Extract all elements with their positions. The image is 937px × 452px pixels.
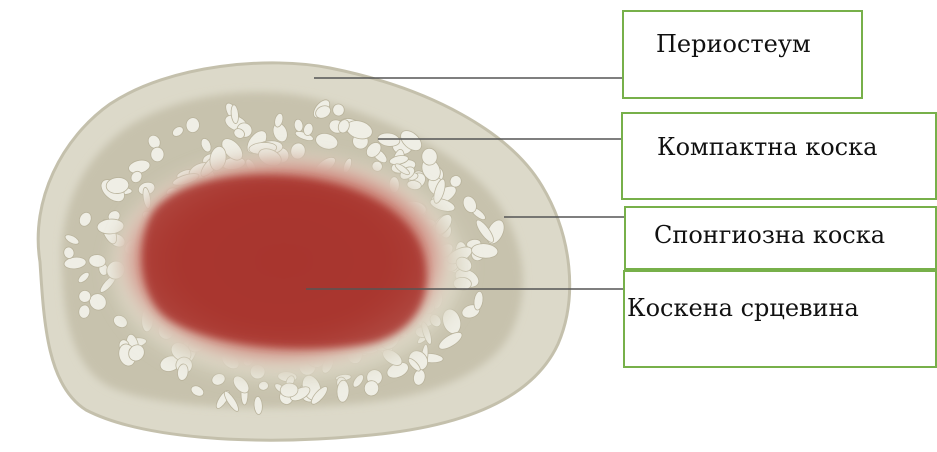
label-spongy-bone-text: Спонгиозна коска bbox=[654, 221, 885, 249]
label-bone-marrow: Коскена срцевина bbox=[623, 270, 937, 368]
label-spongy-bone: Спонгиозна коска bbox=[624, 206, 937, 270]
label-bone-marrow-text: Коскена срцевина bbox=[627, 294, 859, 322]
trabecula bbox=[150, 147, 164, 162]
label-periosteum: Периостеум bbox=[622, 10, 863, 99]
label-periosteum-text: Периостеум bbox=[656, 30, 811, 58]
label-compact-bone-text: Компактна коска bbox=[657, 133, 877, 161]
label-compact-bone: Компактна коска bbox=[621, 112, 937, 200]
